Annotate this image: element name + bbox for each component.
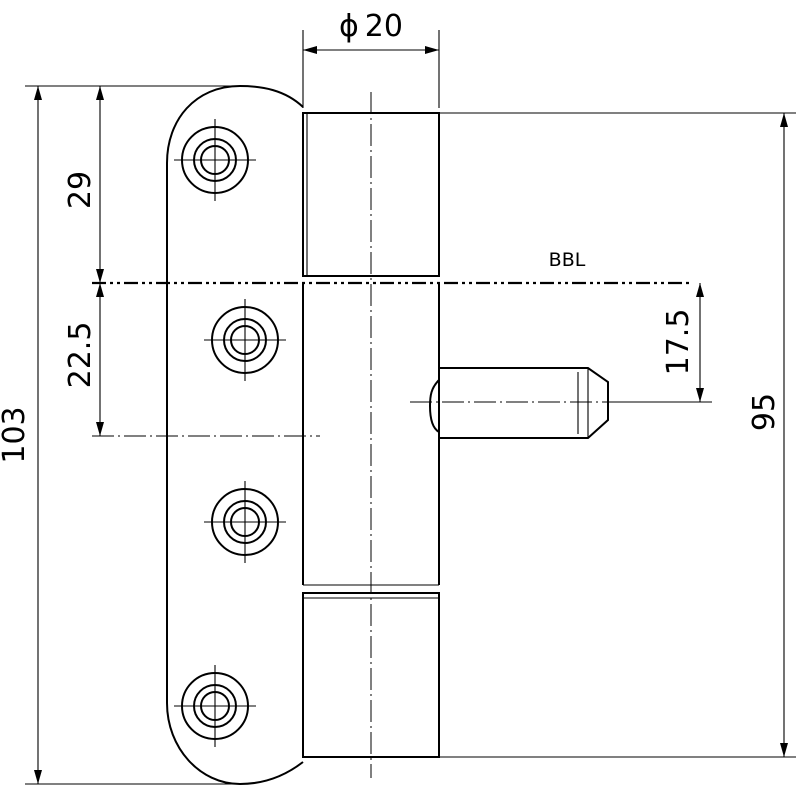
bbl-label: BBL (549, 249, 586, 271)
pin-offset-label: 17.5 (661, 309, 696, 376)
bbl-to-hole-dimension: 22.5 (63, 283, 104, 436)
hinge-pin (428, 367, 609, 439)
total-height-dimension: 103 (0, 85, 240, 785)
screw-hole-3 (204, 481, 286, 563)
total-height-label: 103 (0, 406, 32, 463)
hinge-leaf-plate (166, 84, 304, 786)
top-to-bbl-dimension: 29 (63, 86, 104, 283)
screw-hole-2 (204, 299, 286, 381)
knuckle-height-dimension: 95 (439, 112, 796, 758)
top-to-bbl-label: 29 (63, 171, 98, 209)
screw-hole-4 (174, 665, 256, 747)
bbl-to-hole-label: 22.5 (63, 322, 98, 389)
screw-hole-1 (174, 119, 256, 201)
pin-offset-dimension: 17.5 (612, 283, 712, 403)
knuckle-height-label: 95 (747, 393, 782, 431)
